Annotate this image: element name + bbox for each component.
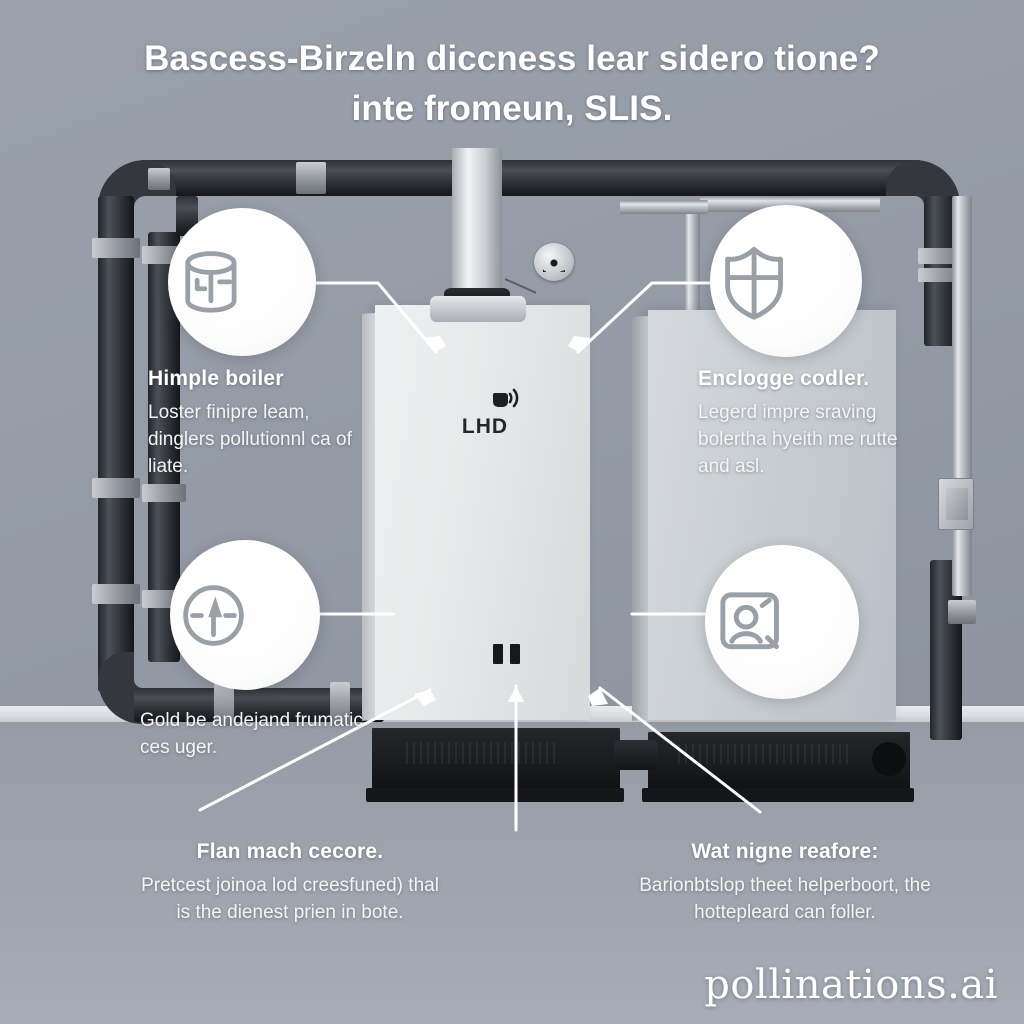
main-plinth-vents <box>406 742 556 764</box>
secondary-boiler-side-panel <box>632 316 648 721</box>
pressure-gauge <box>534 243 574 281</box>
note-top-left-body: Loster finipre leam, dinglers pollutionn… <box>148 402 352 478</box>
note-middle-left: Gold be andejand frumatic ces uger. <box>140 708 390 762</box>
headline-line-1: Bascess-Birzeln diccness lear sidero tio… <box>144 39 880 78</box>
water-tank-icon <box>168 239 316 325</box>
note-bottom-left-title: Flan mach cecore. <box>196 840 384 863</box>
note-bottom-right-body: Barionbtslop theet helperboort, the hott… <box>639 875 931 924</box>
id-card-icon <box>705 577 859 666</box>
pipe-clamp-2 <box>296 162 326 194</box>
inter-unit-connector <box>614 740 658 770</box>
pipe-left-vertical-outer <box>98 196 134 692</box>
watermark: pollinations.ai <box>704 962 998 1008</box>
pipe-clamp-3 <box>92 238 140 258</box>
flue-base-flange <box>430 296 526 322</box>
note-top-right: Enclogge codler. Legerd impre sraving bo… <box>698 365 928 481</box>
gauge-icon <box>170 572 320 659</box>
pipe-top-horizontal <box>140 160 900 196</box>
note-top-left-title: Himple boiler <box>148 367 284 390</box>
pipe-clamp-1 <box>148 168 170 190</box>
pipe-clamp-7 <box>92 584 140 604</box>
wifi-signal-icon <box>490 382 524 410</box>
pipe-clamp-13 <box>948 600 976 624</box>
page-headline: Bascess-Birzeln diccness lear sidero tio… <box>62 34 962 133</box>
note-bottom-left: Flan mach cecore. Pretcest joinoa lod cr… <box>140 838 440 927</box>
panel-model-label: LHD <box>461 415 509 438</box>
note-bottom-right: Wat nigne reafore: Barionbtslop theet he… <box>600 838 970 927</box>
plinth-port <box>872 742 906 776</box>
shield-icon <box>710 237 862 325</box>
callout-bubble-bottom-right[interactable] <box>705 545 859 699</box>
pipe-clamp-6 <box>142 484 186 502</box>
note-bottom-right-title: Wat nigne reafore: <box>691 840 879 863</box>
secondary-unit-plinth <box>648 732 910 790</box>
note-top-left: Himple boiler Loster finipre leam, dingl… <box>148 365 363 481</box>
callout-bubble-top-left[interactable] <box>168 208 316 356</box>
main-boiler-unit <box>362 305 590 721</box>
steel-pipe-branch <box>620 200 708 214</box>
callout-bubble-top-right[interactable] <box>710 205 862 357</box>
steel-pipe-vertical <box>952 196 972 596</box>
note-top-right-body: Legerd impre sraving bolertha hyeith me … <box>698 402 898 478</box>
panel-indicator-left <box>493 644 503 664</box>
note-top-right-title: Enclogge codler. <box>698 367 870 390</box>
main-unit-foot <box>366 788 624 802</box>
secondary-plinth-vents <box>678 744 848 764</box>
steel-pipe-horizontal <box>700 196 880 212</box>
pipe-clamp-5 <box>92 478 140 498</box>
note-bottom-left-body: Pretcest joinoa lod creesfuned) thal is … <box>141 875 439 924</box>
flue-pipe <box>452 148 502 310</box>
electrical-junction-box <box>938 478 974 530</box>
secondary-unit-foot <box>642 788 914 802</box>
headline-line-2: inte fromeun, SLIS. <box>351 88 673 128</box>
callout-bubble-middle-left[interactable] <box>170 540 320 690</box>
main-unit-plinth <box>372 728 620 790</box>
main-boiler-side-panel <box>362 313 375 721</box>
panel-indicator-right <box>510 644 520 664</box>
note-middle-left-body: Gold be andejand frumatic ces uger. <box>140 710 363 758</box>
